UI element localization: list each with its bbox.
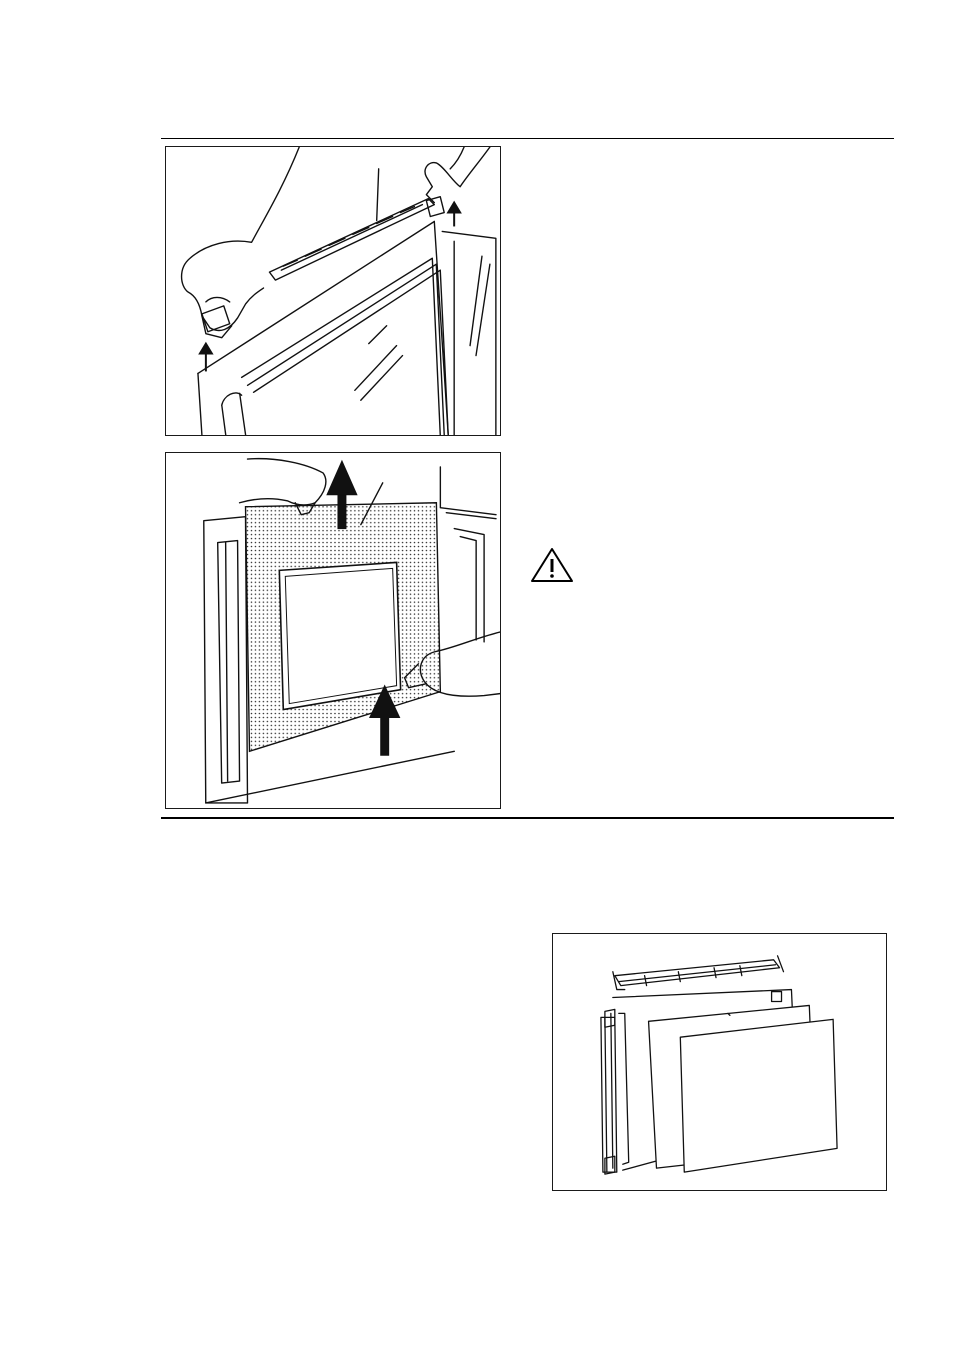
- inner-glass-panel-lift-illustration: [165, 452, 501, 809]
- door-trim-removal-illustration: [165, 146, 501, 436]
- glass-panel-drawing: [166, 453, 500, 808]
- door-glass-panels-exploded-illustration: [552, 933, 887, 1191]
- exploded-panels-drawing: [553, 934, 886, 1190]
- door-trim-drawing: [166, 147, 500, 435]
- warning-triangle-icon: [530, 546, 574, 584]
- section-top-rule: [161, 138, 894, 139]
- section-bottom-rule: [161, 817, 894, 819]
